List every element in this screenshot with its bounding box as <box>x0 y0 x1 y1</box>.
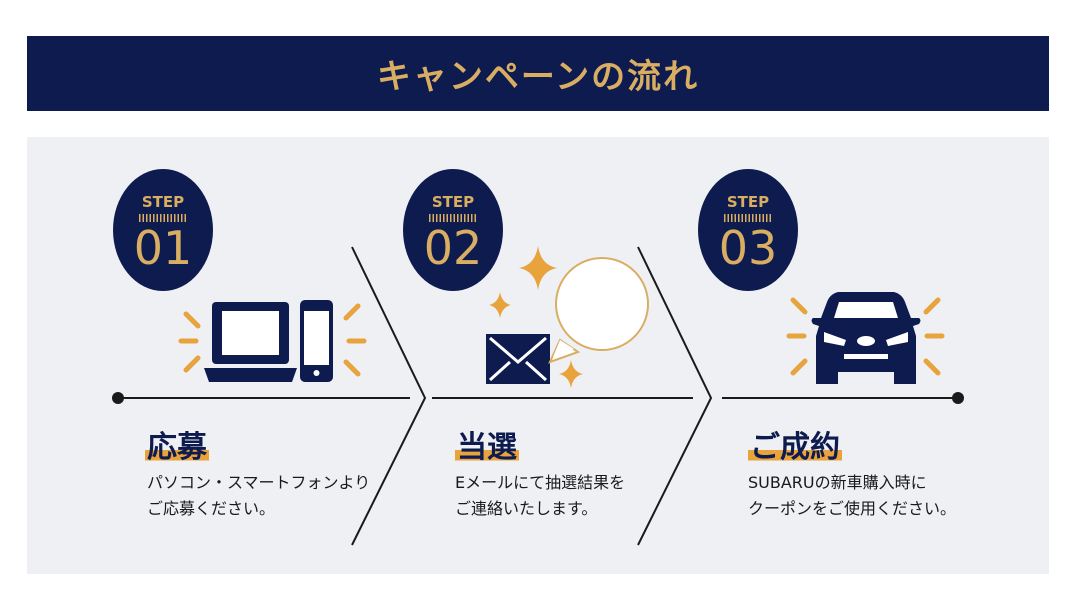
smartphone-home-button <box>313 370 320 376</box>
step-title-apply: 応募 <box>145 422 209 466</box>
step-number: 03 <box>718 221 778 275</box>
sparkle-bottom-icon <box>559 360 583 388</box>
laptop-smartphone-icon <box>178 300 367 382</box>
sparkle-small-icon <box>489 292 511 318</box>
step-desc-line: パソコン・スマートフォンより <box>147 473 371 492</box>
envelope-icon <box>486 334 550 384</box>
car-grille <box>844 354 888 359</box>
car-windshield <box>834 302 898 318</box>
step-ticks <box>724 214 772 222</box>
smartphone-display <box>304 311 329 365</box>
step-desc-line: SUBARUの新車購入時に <box>748 473 927 492</box>
step-title-win: 当選 <box>455 422 519 466</box>
step-ticks <box>139 214 187 222</box>
sparkle-rays-left-1 <box>178 311 201 373</box>
step-desc-win: Eメールにて抽選結果を ご連絡いたします。 <box>455 470 625 522</box>
step-ticks <box>429 214 477 222</box>
step-desc-contract: SUBARUの新車購入時に クーポンをご使用ください。 <box>748 470 956 522</box>
car-headlight-right <box>886 332 908 346</box>
timeline-end-dot <box>952 392 964 404</box>
car-emblem <box>857 336 875 346</box>
envelope-flap <box>489 336 547 364</box>
chevron-2-icon <box>637 246 713 546</box>
step-desc-line: クーポンをご使用ください。 <box>748 499 957 518</box>
timeline-start-dot <box>112 392 124 404</box>
speech-bubble-icon <box>548 257 649 364</box>
sparkle-large-icon <box>519 246 557 290</box>
step-desc-line: Eメールにて抽選結果を <box>455 473 626 492</box>
step-badge-2: STEP 02 <box>403 169 503 291</box>
step-badge-1: STEP 01 <box>113 169 213 291</box>
step-label: STEP <box>431 193 475 211</box>
campaign-flow-header: キャンペーンの流れ <box>27 36 1049 111</box>
car-front-icon <box>786 292 945 384</box>
laptop-display <box>222 311 279 355</box>
step-desc-line: ご連絡いたします。 <box>455 499 598 518</box>
step-label: STEP <box>141 193 185 211</box>
step-number: 01 <box>133 221 193 275</box>
step-number: 02 <box>423 221 483 275</box>
car-headlight-left <box>824 332 846 346</box>
page-title: キャンペーンの流れ <box>376 57 700 97</box>
step-desc-line: ご応募ください。 <box>147 499 276 518</box>
step-desc-apply: パソコン・スマートフォンより ご応募ください。 <box>147 470 370 522</box>
step-badge-3: STEP 03 <box>698 169 798 291</box>
step-label: STEP <box>726 193 770 211</box>
chevron-1-icon <box>351 246 427 546</box>
step-title-contract: ご成約 <box>748 422 842 466</box>
sparkle-rays-right-1 <box>343 303 367 377</box>
laptop-base <box>204 368 297 382</box>
